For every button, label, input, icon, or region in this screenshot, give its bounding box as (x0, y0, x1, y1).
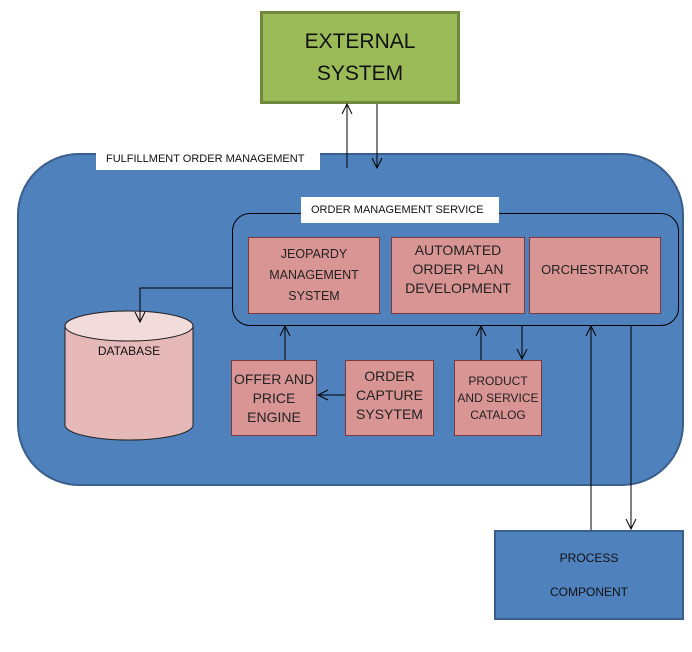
product-and-service-catalog-box: PRODUCT AND SERVICE CATALOG (454, 360, 542, 436)
arrow-catalog-to-oms (475, 324, 487, 360)
offer-and-price-engine-box: OFFER AND PRICE ENGINE (231, 360, 317, 436)
arrow-oms-to-process (625, 326, 637, 531)
process-component-box: PROCESS COMPONENT (494, 530, 684, 620)
database-label: DATABASE (97, 344, 161, 358)
box-line: ORCHESTRATOR (541, 262, 649, 277)
database-cylinder (64, 310, 194, 441)
box-line: ORDER (364, 367, 415, 384)
box-line: CAPTURE (356, 386, 423, 403)
box-line: PRICE (252, 389, 296, 406)
process-component-line2: COMPONENT (550, 585, 628, 599)
arrow-to-external (341, 102, 353, 168)
order-management-service-label: ORDER MANAGEMENT SERVICE (301, 197, 499, 223)
external-system-box: EXTERNAL SYSTEM (260, 11, 460, 104)
box-line: ENGINE (247, 408, 301, 425)
arrow-capture-to-offer (316, 389, 345, 401)
automated-order-plan-development-box: AUTOMATED ORDER PLAN DEVELOPMENT (391, 237, 525, 314)
arrow-offer-to-jeopardy (279, 324, 291, 360)
box-line: DEVELOPMENT (405, 280, 511, 296)
external-system-line2: SYSTEM (316, 61, 404, 85)
fulfillment-order-management-label: FULFILLMENT ORDER MANAGEMENT (96, 147, 320, 170)
box-line: ORDER PLAN (412, 261, 504, 277)
box-line: CATALOG (470, 407, 526, 422)
box-line: PRODUCT (468, 373, 528, 388)
arrow-from-external (371, 104, 383, 170)
box-line: MANAGEMENT (269, 268, 359, 282)
box-line: AUTOMATED (414, 242, 502, 258)
box-line: SYSTEM (288, 289, 340, 303)
arrow-process-to-oms (585, 324, 597, 530)
box-line: OFFER AND (233, 370, 315, 387)
box-line: JEOPARDY (280, 247, 348, 261)
process-component-line1: PROCESS (559, 551, 619, 565)
jeopardy-management-system-box: JEOPARDY MANAGEMENT SYSTEM (248, 237, 380, 314)
box-line: SYSYTEM (356, 405, 423, 422)
external-system-line1: EXTERNAL (304, 29, 416, 53)
box-line: AND SERVICE (457, 390, 539, 405)
arrow-oms-to-catalog (516, 326, 528, 361)
order-capture-system-box: ORDER CAPTURE SYSYTEM (345, 360, 434, 436)
orchestrator-box: ORCHESTRATOR (529, 237, 661, 314)
arrow-to-database (134, 287, 232, 324)
